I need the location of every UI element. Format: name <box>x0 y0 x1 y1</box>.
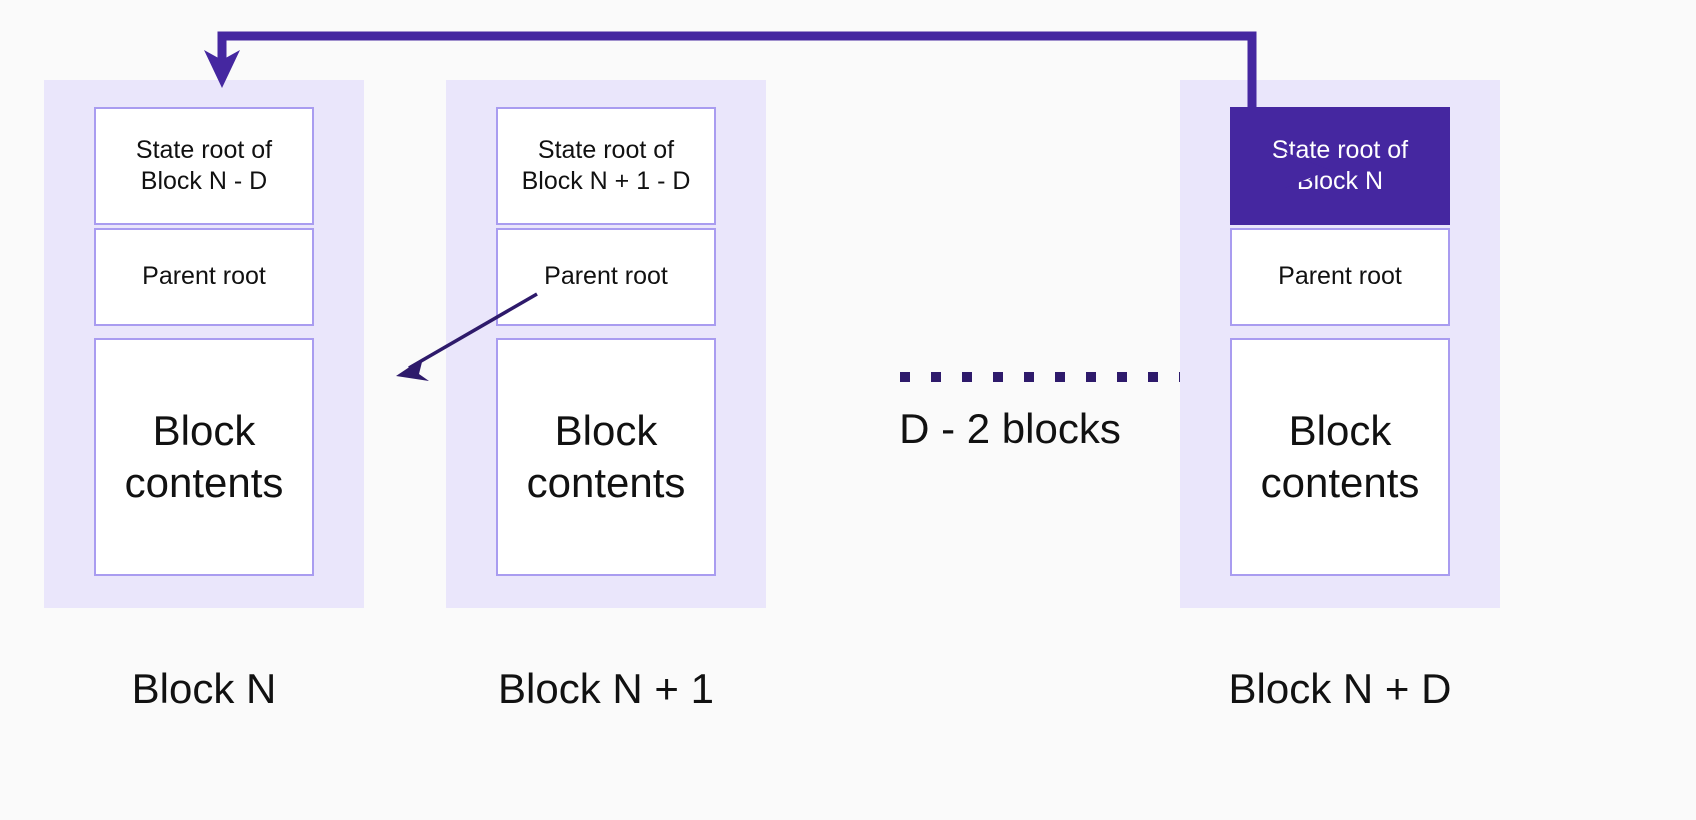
gap-dot <box>1086 372 1096 382</box>
block-column-block-n: State root of Block N - D Parent root Bl… <box>44 80 364 608</box>
gap-dot <box>1024 372 1034 382</box>
block-column-block-n-plus-d: State root of Block N Parent root Block … <box>1180 80 1500 608</box>
block-caption-block-n-plus-d: Block N + D <box>1228 665 1452 712</box>
parent-root-box-block-n-plus-1[interactable]: Parent root <box>496 228 716 326</box>
gap-dot <box>1117 372 1127 382</box>
state-root-feedback-arrow <box>204 31 1330 188</box>
gap-ellipsis <box>900 372 1189 382</box>
parent-root-box-block-n[interactable]: Parent root <box>94 228 314 326</box>
state-root-box-block-n[interactable]: State root of Block N - D <box>94 107 314 225</box>
block-column-block-n-plus-1: State root of Block N + 1 - D Parent roo… <box>446 80 766 608</box>
parent-root-box-block-n-plus-d[interactable]: Parent root <box>1230 228 1450 326</box>
block-caption-block-n: Block N <box>131 665 277 712</box>
state-root-box-block-n-plus-d[interactable]: State root of Block N <box>1230 107 1450 225</box>
parent-root-arrowhead <box>396 358 429 381</box>
block-caption-block-n-plus-1: Block N + 1 <box>498 665 714 712</box>
block-contents-box-block-n[interactable]: Block contents <box>94 338 314 576</box>
block-contents-box-block-n-plus-d[interactable]: Block contents <box>1230 338 1450 576</box>
gap-label: D - 2 blocks <box>899 405 1121 452</box>
state-root-box-block-n-plus-1[interactable]: State root of Block N + 1 - D <box>496 107 716 225</box>
gap-dot <box>962 372 972 382</box>
gap-dot <box>900 372 910 382</box>
gap-dot <box>1055 372 1065 382</box>
gap-dot <box>993 372 1003 382</box>
block-contents-box-block-n-plus-1[interactable]: Block contents <box>496 338 716 576</box>
gap-dot <box>931 372 941 382</box>
gap-dot <box>1148 372 1158 382</box>
